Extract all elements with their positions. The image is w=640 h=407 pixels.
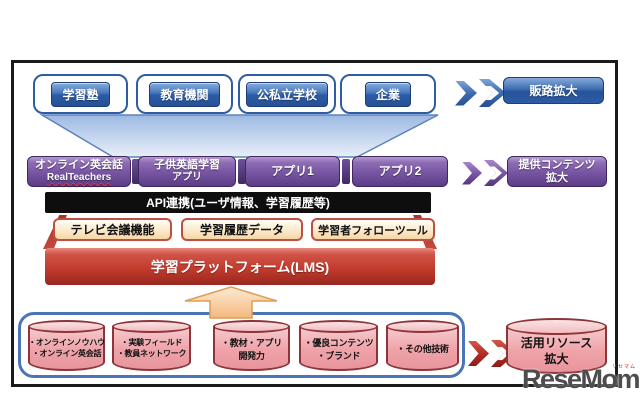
resemom-watermark: リセマム ReseMom. <box>522 364 640 401</box>
cylinder-label: 活用リソース拡大 <box>520 336 593 366</box>
cylinder-top <box>112 320 191 333</box>
cylinder-label: ・オンラインノウハウ・オンライン英会話 <box>28 338 105 359</box>
app-box-online-eikaiwa: オンライン英会話 RealTeachers <box>27 156 131 187</box>
chevron-icon <box>484 160 508 186</box>
app-box-app2: アプリ2 <box>352 156 448 187</box>
app-box-line2: アプリ <box>172 172 202 184</box>
segment-slot-juku: 学習塾 <box>33 74 128 114</box>
module-gakushu-rireki: 学習履歴データ <box>181 218 303 241</box>
cylinder-body <box>386 326 459 371</box>
cylinder-label: ・実験フィールド・教員ネットワーク <box>116 338 187 359</box>
cylinder-body <box>213 326 290 371</box>
segment-slot-gakko: 公私立学校 <box>238 74 336 114</box>
segment-box-kyoiku: 教育機関 <box>149 81 220 107</box>
cylinder-body <box>299 326 378 371</box>
app-box-line1: 子供英語学習 <box>154 159 220 172</box>
up-arrow-icon <box>184 286 278 319</box>
api-renkei-bar: API連携(ユーザ情報、学習履歴等) <box>45 192 431 213</box>
segment-box-gakko: 公私立学校 <box>245 81 328 107</box>
cylinder-label: ・その他技術 <box>396 344 449 354</box>
target-katsuyo-resource: 活用リソース拡大 <box>506 318 607 374</box>
target-line1: 提供コンテンツ <box>518 158 596 171</box>
purple-separator <box>238 159 246 184</box>
segment-box-kigyo: 企業 <box>364 81 411 107</box>
cylinder-body <box>506 326 607 374</box>
resource-cylinder-yuryo-contents: ・優良コンテンツ・ブランド <box>299 320 378 371</box>
module-follow-tool: 学習者フォローツール <box>311 218 435 241</box>
target-teikyo-contents: 提供コンテンツ 拡大 <box>507 156 607 187</box>
chevron-icon <box>479 79 506 107</box>
cylinder-top <box>28 320 105 333</box>
lms-platform-bar: 学習プラットフォーム(LMS) <box>45 248 435 285</box>
app-box-line2: RealTeachers <box>46 172 112 184</box>
chevron-icon <box>455 80 477 106</box>
segment-slot-kigyo: 企業 <box>340 74 436 114</box>
segment-box-juku: 学習塾 <box>51 81 110 107</box>
funnel-shape <box>39 114 439 158</box>
watermark-ruby: リセマム <box>611 364 636 370</box>
app-box-kodomo-eigo: 子供英語学習 アプリ <box>138 156 236 187</box>
target-hanro-kakudai: 販路拡大 <box>503 77 604 104</box>
resource-cylinder-jikken-field: ・実験フィールド・教員ネットワーク <box>112 320 191 371</box>
app-box-app1: アプリ1 <box>245 156 340 187</box>
cylinder-body <box>112 326 191 371</box>
cylinder-label: ・優良コンテンツ・ブランド <box>303 338 374 361</box>
chevron-arrows-purple <box>462 160 508 186</box>
cylinder-top <box>506 318 607 335</box>
chevron-arrows-blue <box>455 79 506 107</box>
segment-slot-kyoiku: 教育機関 <box>136 74 233 114</box>
purple-separator <box>342 159 350 184</box>
module-tv-kaigi: テレビ会議機能 <box>53 218 172 241</box>
purple-separator <box>132 159 140 184</box>
app-box-line1: アプリ1 <box>271 163 314 178</box>
app-box-line1: アプリ2 <box>378 163 422 178</box>
resource-cylinder-sonota-gijutsu: ・その他技術 <box>386 320 459 371</box>
watermark-logo: ReseMom. <box>522 364 640 394</box>
cylinder-top <box>213 320 290 333</box>
resource-cylinder-kyozai-app: ・教材・アプリ開発力 <box>213 320 290 371</box>
chevron-icon <box>468 341 489 366</box>
cylinder-top <box>299 320 378 333</box>
cylinder-top <box>386 320 459 333</box>
resource-cylinder-online-knowhow: ・オンラインノウハウ・オンライン英会話 <box>28 320 105 371</box>
target-line2: 拡大 <box>546 171 568 184</box>
chevron-icon <box>462 161 482 185</box>
app-box-line1: オンライン英会話 <box>35 159 123 172</box>
cylinder-body <box>28 326 105 371</box>
cylinder-label: ・教材・アプリ開発力 <box>221 338 282 361</box>
